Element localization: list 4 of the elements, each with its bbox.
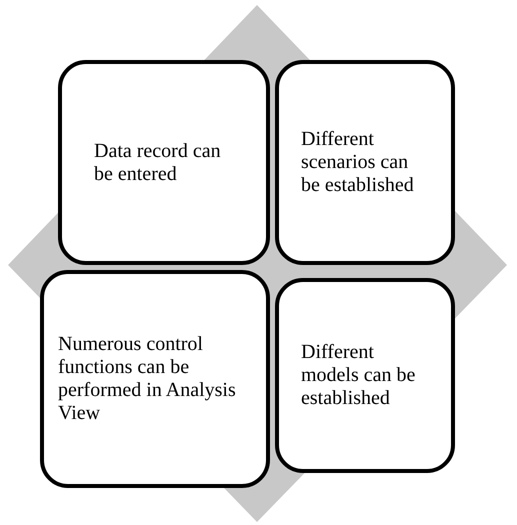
- box-text: Numerous control functions can be performed in Analysis View: [58, 333, 237, 425]
- box-text: Data record can be entered: [94, 140, 222, 186]
- box-text: Different scenarios can be established: [301, 128, 415, 197]
- box-text: Different models can be established: [301, 341, 416, 410]
